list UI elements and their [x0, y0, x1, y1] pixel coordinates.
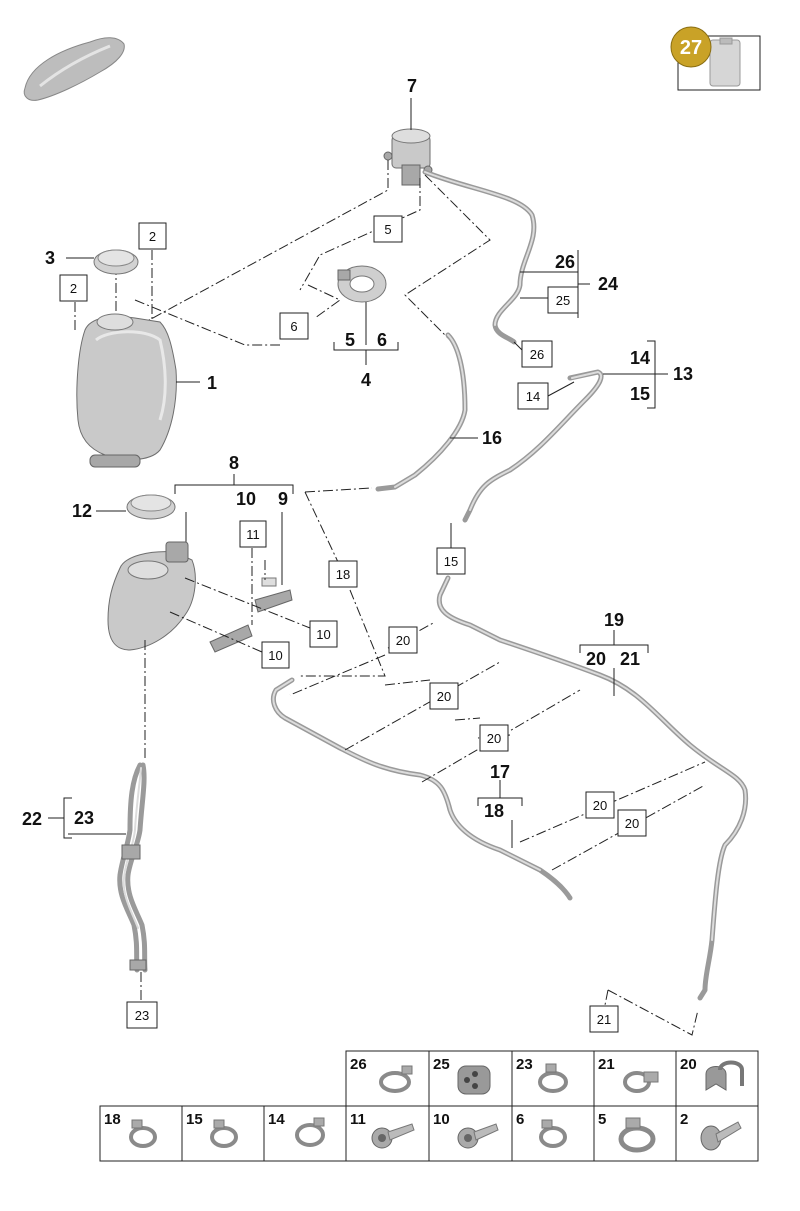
box-label: 20	[388, 626, 418, 654]
table-cell-number: 25	[433, 1056, 450, 1073]
callout-12: 12	[72, 501, 92, 521]
screw-icon	[457, 1123, 499, 1149]
callout-20: 20	[586, 649, 606, 669]
table-cell-number: 15	[186, 1111, 203, 1128]
hose-clamp-icon	[129, 1119, 157, 1148]
callout-4: 4	[361, 370, 371, 390]
callout-7: 7	[407, 76, 417, 96]
band-clamp-icon	[618, 1117, 656, 1153]
svg-text:18: 18	[336, 567, 350, 582]
svg-text:26: 26	[530, 347, 544, 362]
reservoir-cap	[93, 249, 139, 275]
box-label: 11	[239, 520, 267, 548]
callout-22: 22	[22, 809, 42, 829]
box-label: 25	[547, 286, 579, 314]
svg-text:15: 15	[444, 554, 458, 569]
callout-17: 17	[490, 762, 510, 782]
callout-3: 3	[45, 248, 55, 268]
box-label: 10	[261, 641, 290, 669]
callout-14: 14	[630, 348, 650, 368]
mounting-bracket	[209, 577, 293, 653]
box-label: 6	[279, 312, 309, 340]
box-label: 15	[436, 547, 466, 575]
svg-text:20: 20	[437, 689, 451, 704]
table-cell-number: 6	[516, 1111, 524, 1128]
callout-24: 24	[598, 274, 618, 294]
svg-text:10: 10	[268, 648, 282, 663]
box-label: 20	[429, 682, 459, 710]
box-label: 14	[517, 382, 549, 410]
box-label: 18	[328, 560, 358, 588]
box-label: 23	[126, 1001, 158, 1029]
callout-23: 23	[74, 808, 94, 828]
callout-13: 13	[673, 364, 693, 384]
box-label: 20	[617, 809, 647, 837]
table-cell-number: 5	[598, 1111, 606, 1128]
callout-21: 21	[620, 649, 640, 669]
callout-18: 18	[484, 801, 504, 821]
hose-clamp-icon	[539, 1119, 567, 1148]
callout-16: 16	[482, 428, 502, 448]
box-label: 21	[589, 1005, 619, 1033]
bolt-icon	[700, 1121, 742, 1151]
reservoir-cap-assembly	[383, 128, 433, 186]
svg-text:6: 6	[290, 319, 297, 334]
spring-clip-icon	[623, 1071, 659, 1093]
fluid-badge: 27	[670, 26, 761, 91]
hose-clamp-icon	[538, 1063, 568, 1093]
callout-6: 6	[377, 330, 387, 350]
svg-text:20: 20	[396, 633, 410, 648]
svg-text:20: 20	[593, 798, 607, 813]
box-label: 20	[585, 791, 615, 819]
table-cell-number: 2	[680, 1111, 688, 1128]
callout-19: 19	[604, 610, 624, 630]
svg-text:20: 20	[487, 731, 501, 746]
table-cell-number: 10	[433, 1111, 450, 1128]
box-label: 5	[373, 215, 403, 243]
callout-15: 15	[630, 384, 650, 404]
table-cell-number: 11	[350, 1111, 366, 1128]
svg-text:20: 20	[625, 816, 639, 831]
table-cell-number: 23	[516, 1056, 533, 1073]
box-label: 2	[138, 222, 167, 250]
table-cell-number: 20	[680, 1056, 697, 1073]
table-cell-number: 21	[598, 1056, 615, 1073]
svg-text:10: 10	[316, 627, 330, 642]
table-cell-number: 14	[268, 1111, 285, 1128]
coolant-reservoir	[76, 313, 177, 468]
svg-text:14: 14	[526, 389, 540, 404]
svg-text:25: 25	[556, 293, 570, 308]
svg-text:23: 23	[135, 1008, 149, 1023]
svg-text:2: 2	[70, 281, 77, 296]
svg-text:21: 21	[597, 1012, 611, 1027]
callout-27: 27	[680, 37, 702, 59]
hose-clamp-icon	[379, 1065, 413, 1093]
callout-10: 10	[236, 489, 256, 509]
car-silhouette-icon	[23, 37, 125, 101]
box-label: 20	[479, 724, 509, 752]
hose-clamp-icon	[210, 1119, 238, 1148]
svg-text:2: 2	[149, 229, 156, 244]
hose-clamp-icon	[295, 1117, 325, 1147]
callout-1: 1	[207, 373, 217, 393]
box-label: 2	[59, 274, 88, 302]
secondary-reservoir	[107, 494, 196, 651]
svg-text:5: 5	[384, 222, 391, 237]
table-cell-number: 18	[104, 1111, 121, 1128]
double-clip-icon	[705, 1060, 744, 1091]
callout-9: 9	[278, 489, 288, 509]
screw-icon	[371, 1123, 415, 1149]
parts-table: 26 25 23 21 20 18 15 14 11 10 6 5 2	[99, 1050, 759, 1162]
callout-8: 8	[229, 453, 239, 473]
grommet-icon	[457, 1065, 491, 1095]
box-label: 10	[309, 620, 338, 648]
hose-clamp-ring	[337, 265, 387, 303]
callout-5: 5	[345, 330, 355, 350]
svg-text:11: 11	[246, 527, 260, 542]
table-cell-number: 26	[350, 1056, 367, 1073]
callout-26: 26	[555, 252, 575, 272]
box-label: 26	[521, 340, 553, 368]
